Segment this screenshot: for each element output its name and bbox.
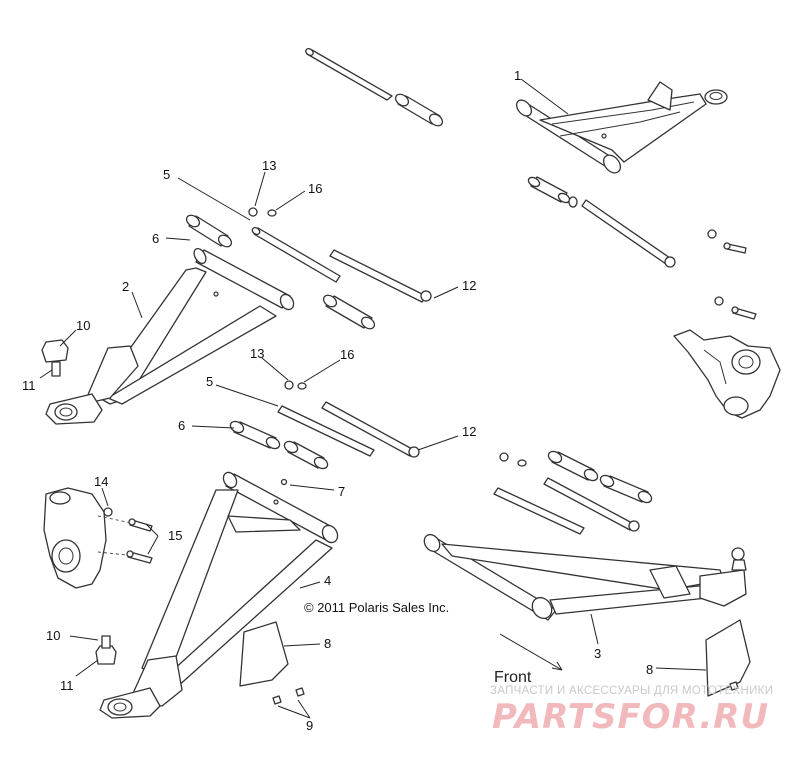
- callout-12-upper: 12: [462, 278, 476, 293]
- watermark-brand: PARTSFOR.RU: [492, 697, 769, 737]
- ball-joint-lower: [95, 635, 117, 665]
- callout-13-upper: 13: [262, 158, 276, 173]
- callout-15: 15: [168, 528, 182, 543]
- callout-5-lower: 5: [206, 374, 213, 389]
- front-label: Front: [494, 669, 532, 686]
- upper-mid-bushings: [185, 207, 432, 330]
- lower-a-arm-right: [423, 533, 747, 621]
- front-direction-arrow: [499, 633, 563, 671]
- upper-a-arm-left: [45, 247, 295, 425]
- callout-2: 2: [122, 279, 129, 294]
- lower-right-bushings: [493, 450, 653, 535]
- ball-joint-upper: [41, 339, 69, 377]
- callout-6-upper: 6: [152, 231, 159, 246]
- callout-14: 14: [94, 474, 108, 489]
- callout-3: 3: [594, 646, 601, 661]
- lower-mid-bushings: [229, 380, 420, 486]
- lower-a-arm-left: [99, 471, 339, 719]
- callout-6-lower: 6: [178, 418, 185, 433]
- callout-10-lower: 10: [46, 628, 60, 643]
- leader-lines: [39, 78, 707, 719]
- callout-8-left: 8: [324, 636, 331, 651]
- callout-5-upper: 5: [163, 167, 170, 182]
- callout-13-lower: 13: [250, 346, 264, 361]
- right-upper-bushings: [527, 176, 757, 320]
- watermark: ЗАПЧАСТИ И АКСЕССУАРЫ ДЛЯ МОТОТЕХНИКИ PA…: [490, 685, 773, 737]
- watermark-tagline: ЗАПЧАСТИ И АКСЕССУАРЫ ДЛЯ МОТОТЕХНИКИ: [490, 685, 773, 697]
- callout-11-upper: 11: [22, 378, 36, 393]
- copyright-text: © 2011 Polaris Sales Inc.: [304, 600, 449, 615]
- callout-11-lower: 11: [60, 678, 74, 693]
- callout-9: 9: [306, 718, 313, 733]
- callout-labels: 1 2 3 4 5 5 6 6 7 8 8 9 10 10 11 11 12 1…: [22, 68, 653, 733]
- upper-a-arm-right: [515, 81, 728, 174]
- callout-1: 1: [514, 68, 521, 83]
- callout-4: 4: [324, 573, 331, 588]
- right-knuckle: [673, 329, 781, 419]
- callout-16-lower: 16: [340, 347, 354, 362]
- callout-16-upper: 16: [308, 181, 322, 196]
- callout-7: 7: [338, 484, 345, 499]
- callout-8-right: 8: [646, 662, 653, 677]
- callout-10-upper: 10: [76, 318, 90, 333]
- top-long-shaft: [305, 47, 444, 127]
- skid-plate-left: [239, 621, 305, 705]
- skid-plate-right: [705, 619, 751, 697]
- left-knuckle: [43, 487, 153, 589]
- callout-12-lower: 12: [462, 424, 476, 439]
